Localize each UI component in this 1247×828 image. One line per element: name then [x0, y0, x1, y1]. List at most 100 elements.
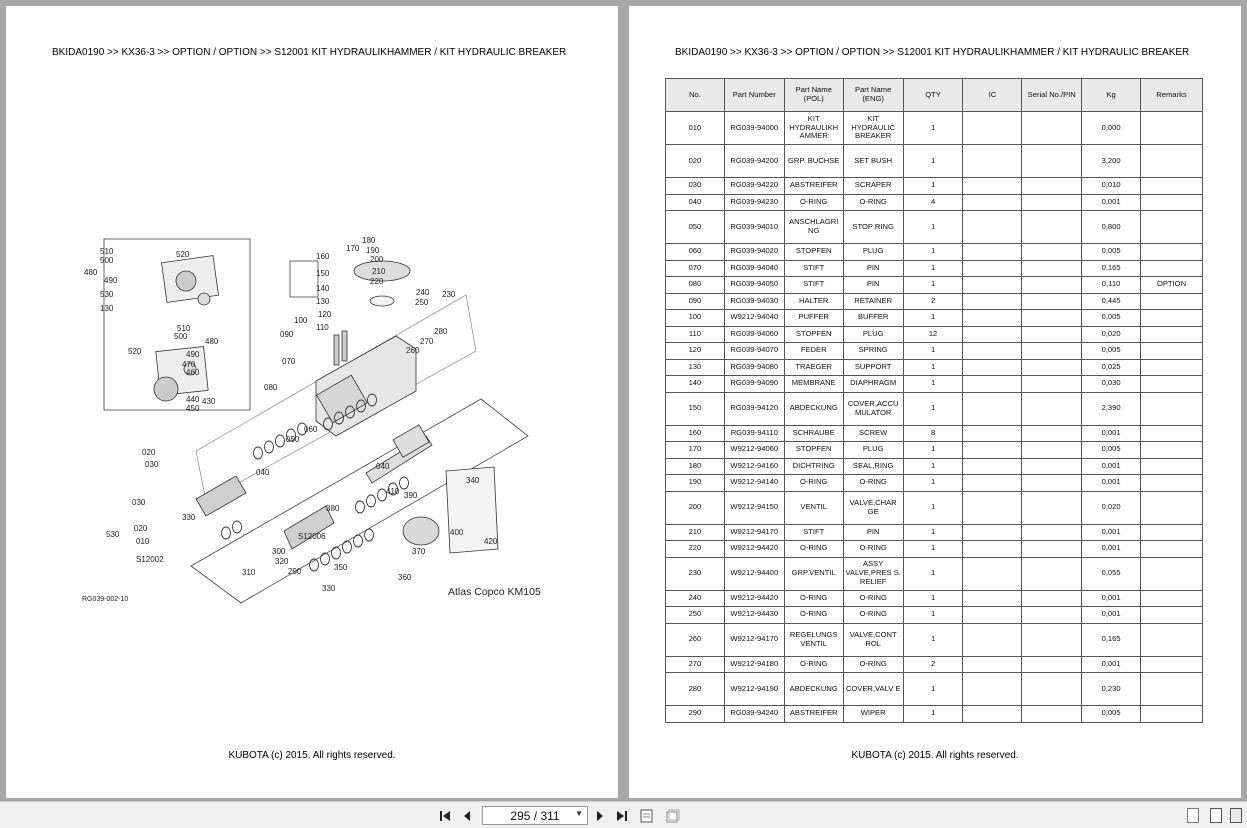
cell-no: 100 — [665, 309, 725, 327]
two-page-view-icon[interactable] — [1210, 808, 1222, 823]
cell-part-number: RG039-94010 — [723, 210, 785, 244]
cell-kg: 0,055 — [1081, 556, 1142, 591]
diagram-callout: 450 — [186, 404, 200, 413]
cell-qty: 1 — [902, 589, 964, 607]
cell-name-eng: PLUG — [842, 325, 904, 343]
single-page-view-icon[interactable] — [1187, 808, 1199, 823]
cell-serial — [1021, 276, 1083, 294]
continuous-view-icon[interactable] — [1230, 808, 1242, 823]
cell-name-eng: ASSY VALVE,PRES S. RELIEF — [842, 556, 904, 591]
cell-name-pol: ABSTREIFER — [783, 705, 844, 723]
cell-remarks — [1140, 259, 1203, 277]
cell-name-eng: VALVE,CONT ROL — [842, 622, 904, 657]
cell-serial — [1021, 375, 1083, 393]
diagram-figure-code: RG039-002-10 — [82, 596, 128, 603]
cell-name-pol: O-RING — [783, 655, 844, 673]
next-page-icon[interactable] — [591, 807, 609, 824]
cell-part-number: W9212-94190 — [723, 672, 785, 706]
diagram-callout: 440 — [186, 395, 200, 404]
o-ring-shape — [323, 417, 333, 431]
cell-serial — [1021, 556, 1083, 591]
cell-no: 260 — [665, 622, 725, 657]
o-ring-shape — [388, 482, 398, 496]
cell-ic — [962, 391, 1023, 426]
cell-serial — [1021, 474, 1083, 492]
cell-serial — [1021, 177, 1083, 195]
cell-no: 110 — [665, 325, 725, 343]
cell-kg: 0,030 — [1081, 375, 1142, 393]
fit-page-icon[interactable] — [638, 807, 656, 824]
rotate-icon[interactable] — [663, 807, 681, 824]
diagram-callout: 170 — [346, 244, 360, 253]
cell-remarks — [1140, 474, 1203, 492]
o-ring-shape — [342, 540, 352, 554]
parts-table: No. Part Number Part Name (POL) Part Nam… — [665, 78, 1203, 723]
cell-qty: 1 — [902, 540, 964, 558]
cell-remarks — [1140, 540, 1203, 558]
cell-ic — [962, 424, 1023, 442]
cell-kg: 3,200 — [1081, 144, 1142, 178]
cell-serial — [1021, 622, 1083, 657]
cell-part-number: RG039-94200 — [723, 144, 785, 178]
o-ring-shape — [355, 500, 365, 514]
cell-part-number: W9212-94060 — [723, 441, 785, 459]
cell-name-pol: REGELUNGS VENTIL — [783, 622, 844, 657]
cell-qty: 12 — [902, 325, 964, 343]
cell-kg: 0,001 — [1081, 589, 1142, 607]
cell-no: 140 — [665, 375, 725, 393]
cell-name-pol: ANSCHLAGRI NG — [783, 210, 844, 244]
col-header-name-pol: Part Name (POL) — [783, 78, 844, 112]
cell-qty: 1 — [902, 672, 964, 706]
diagram-callout: 120 — [318, 310, 332, 319]
last-page-icon[interactable] — [612, 807, 630, 824]
cell-kg: 0,000 — [1081, 111, 1142, 145]
o-ring-shape — [356, 399, 366, 413]
cell-qty: 1 — [902, 391, 964, 426]
cell-name-eng: O-RING — [842, 193, 904, 211]
cell-serial — [1021, 589, 1083, 607]
viewer-toolbar: 295 / 311 ▼ — [0, 801, 1247, 828]
cell-name-pol: KIT HYDRAULIKH AMMER — [783, 111, 844, 145]
o-ring-shape — [275, 434, 285, 448]
cell-name-pol: O-RING — [783, 193, 844, 211]
cell-no: 270 — [665, 655, 725, 673]
page-number-select[interactable]: 295 / 311 ▼ — [482, 806, 588, 825]
page-breadcrumb: BKIDA0190 >> KX36-3 >> OPTION / OPTION >… — [52, 47, 567, 58]
prev-page-icon[interactable] — [458, 807, 476, 824]
cell-ic — [962, 111, 1023, 145]
cell-name-eng: PIN — [842, 276, 904, 294]
diagram-caption: Atlas Copco KM105 — [448, 586, 541, 598]
diagram-callout: 370 — [412, 547, 426, 556]
o-ring-shape — [334, 411, 344, 425]
cell-name-eng: O-RING — [842, 655, 904, 673]
diagram-callout: 130 — [316, 297, 330, 306]
cell-serial — [1021, 540, 1083, 558]
col-header-part-number: Part Number — [723, 78, 785, 112]
first-page-icon[interactable] — [437, 807, 455, 824]
cell-serial — [1021, 193, 1083, 211]
diagram-callout: 530 — [100, 290, 114, 299]
cell-remarks — [1140, 358, 1203, 376]
cell-qty: 1 — [902, 606, 964, 624]
cell-name-pol: STIFT — [783, 259, 844, 277]
cell-part-number: W9212-94040 — [723, 309, 785, 327]
diagram-callout: 190 — [366, 246, 380, 255]
cell-name-pol: STOPFEN — [783, 243, 844, 261]
page-indicator: 295 / 311 — [510, 808, 560, 823]
cell-ic — [962, 540, 1023, 558]
diagram-callout: 410 — [386, 487, 400, 496]
cell-qty: 1 — [902, 111, 964, 145]
cell-qty: 1 — [902, 177, 964, 195]
